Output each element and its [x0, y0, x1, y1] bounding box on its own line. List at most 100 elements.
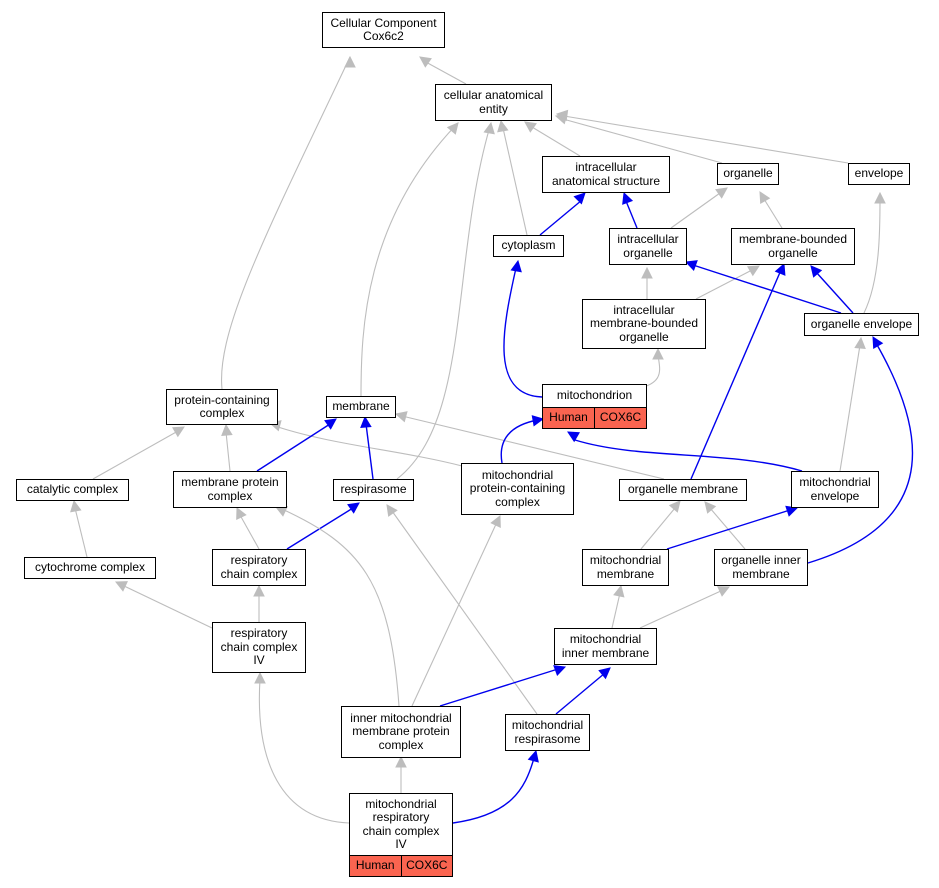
edge-respirasome-membrane	[360, 415, 374, 480]
edge-cytoplasm-ias	[539, 192, 586, 236]
arrowhead	[874, 191, 886, 204]
edge-iorg-organelle	[670, 187, 728, 229]
edge-mresp-respirasome	[386, 504, 538, 715]
node-membrane-protein-complex[interactable]: membrane protein complex	[173, 471, 287, 508]
arrowhead	[774, 262, 786, 276]
node-organelle-envelope[interactable]: organelle envelope	[804, 313, 919, 336]
node-mitochondrial-protein-containing-complex[interactable]: mitochondrial protein-containing complex	[461, 463, 574, 515]
node-label: cytochrome complex	[34, 560, 146, 575]
arrowhead	[747, 265, 760, 277]
edge-imbo-iorg	[641, 266, 653, 299]
node-respiratory-chain-complex-iv[interactable]: respiratory chain complex IV	[212, 622, 306, 673]
edge-orgmem-mbo	[690, 262, 786, 480]
arrowhead	[652, 347, 664, 360]
edge-mrcc4-mresp	[452, 749, 539, 824]
node-label: intracellular organelle	[617, 232, 679, 260]
node-label: respiratory chain complex	[220, 553, 298, 581]
annotation-row: Human COX6C	[543, 407, 646, 428]
arrowhead	[221, 423, 233, 436]
node-mitochondrial-respiratory-chain-complex-iv[interactable]: mitochondrial respiratory chain complex …	[349, 793, 453, 877]
arrowhead	[274, 506, 288, 517]
edge-rcc-mpc	[236, 506, 260, 550]
edge-iorg-ias	[622, 191, 638, 229]
node-inner-mitochondrial-membrane-protein-complex[interactable]: inner mitochondrial membrane protein com…	[341, 706, 461, 758]
node-intracellular-membrane-bounded-organelle[interactable]: intracellular membrane-bounded organelle	[582, 299, 706, 349]
arrowhead	[114, 581, 128, 592]
node-label: cellular anatomical entity	[443, 88, 544, 116]
arrowhead	[622, 191, 634, 205]
node-mitochondrion[interactable]: mitochondrion Human COX6C	[542, 384, 647, 429]
node-mitochondrial-respirasome[interactable]: mitochondrial respirasome	[505, 714, 590, 751]
node-label: mitochondrial envelope	[799, 475, 871, 503]
node-respiratory-chain-complex[interactable]: respiratory chain complex	[212, 549, 306, 586]
arrowhead	[347, 502, 360, 514]
node-label: catalytic complex	[26, 482, 119, 497]
edge-impc-mim	[439, 665, 567, 707]
edge-orgenv-iorg	[684, 260, 842, 314]
arrowhead	[497, 119, 509, 133]
arrowhead	[446, 122, 459, 135]
arrowhead	[684, 260, 698, 272]
arrowhead	[419, 56, 432, 68]
arrowhead	[254, 671, 266, 684]
node-mitochondrial-membrane[interactable]: mitochondrial membrane	[582, 549, 669, 586]
edge-mpc-membrane	[256, 418, 337, 472]
node-label: membrane	[332, 399, 390, 414]
node-membrane[interactable]: membrane	[326, 396, 396, 418]
arrowhead	[872, 336, 884, 349]
node-envelope[interactable]: envelope	[848, 163, 910, 185]
node-label: cytoplasm	[501, 238, 556, 253]
node-mitochondrial-inner-membrane[interactable]: mitochondrial inner membrane	[554, 628, 657, 665]
arrowhead	[668, 500, 681, 513]
edge-mitomem-orgmem	[640, 500, 681, 550]
node-label: organelle	[723, 166, 773, 181]
gene-cell: COX6C	[400, 856, 453, 876]
arrowhead	[759, 191, 771, 204]
edge-mbo-organelle	[759, 191, 783, 229]
species-cell: Human	[549, 410, 588, 425]
node-organelle[interactable]: organelle	[717, 163, 779, 185]
node-intracellular-organelle[interactable]: intracellular organelle	[609, 228, 687, 265]
edge-pcc-root	[220, 55, 356, 390]
edge-mito-cytoplasm	[503, 259, 543, 398]
node-label: mitochondrial respiratory chain complex …	[362, 796, 440, 851]
node-label: mitochondrial protein-containing complex	[469, 467, 566, 509]
arrowhead	[531, 415, 545, 427]
arrowhead	[70, 499, 82, 513]
node-organelle-inner-membrane[interactable]: organelle inner membrane	[714, 549, 808, 586]
node-respirasome[interactable]: respirasome	[333, 479, 414, 501]
edge-mrcc4-rcc4	[254, 671, 350, 824]
edge-cytoplasm-cae	[497, 119, 528, 236]
node-cytoplasm[interactable]: cytoplasm	[493, 235, 564, 257]
edge-impc-mpcc	[411, 514, 501, 707]
arrowhead	[613, 584, 625, 598]
node-cellular-anatomical-entity[interactable]: cellular anatomical entity	[435, 84, 552, 121]
node-membrane-bounded-organelle[interactable]: membrane-bounded organelle	[731, 228, 855, 265]
edge-oim-orgmem	[704, 501, 746, 550]
node-protein-containing-complex[interactable]: protein-containing complex	[166, 389, 278, 425]
edge-cytcx-catcx	[70, 499, 88, 558]
node-mitochondrial-envelope[interactable]: mitochondrial envelope	[791, 471, 879, 508]
node-catalytic-complex[interactable]: catalytic complex	[16, 479, 129, 501]
node-label: intracellular membrane-bounded organelle	[589, 302, 699, 344]
arrowhead	[253, 584, 265, 597]
node-label: mitochondrial inner membrane	[561, 632, 650, 660]
node-cytochrome-complex[interactable]: cytochrome complex	[24, 557, 156, 579]
arrowhead	[510, 259, 522, 273]
arrowhead	[553, 665, 567, 677]
node-label: organelle membrane	[627, 482, 739, 497]
arrowhead	[704, 501, 717, 514]
edge-mim-mitomem	[611, 584, 625, 629]
arrowhead	[573, 192, 586, 205]
node-label: organelle envelope	[810, 316, 913, 331]
arrowhead	[386, 504, 398, 517]
arrowhead	[527, 749, 539, 763]
node-cellular-component-cox6c2[interactable]: Cellular Component Cox6c2	[322, 12, 445, 48]
arrowhead	[715, 187, 728, 199]
species-cell: Human	[355, 858, 395, 873]
arrowhead	[555, 109, 569, 122]
node-intracellular-anatomical-structure[interactable]: intracellular anatomical structure	[542, 156, 670, 193]
arrowhead	[394, 411, 408, 423]
node-organelle-membrane[interactable]: organelle membrane	[619, 479, 747, 501]
